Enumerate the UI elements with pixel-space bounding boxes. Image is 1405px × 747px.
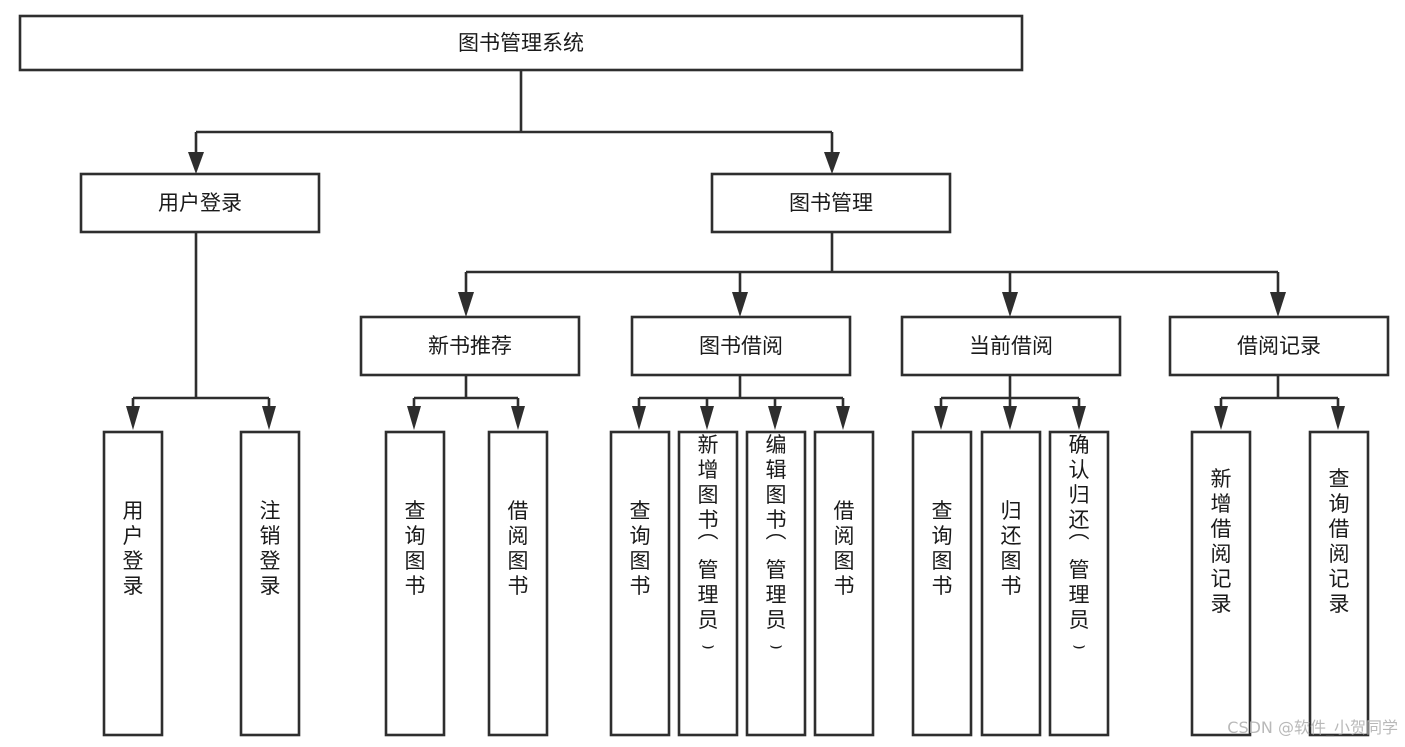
- node-leaf-confirm-return[interactable]: 确认归还⌒管理员⌣: [1048, 430, 1110, 737]
- node-leaf-query-book-2-box[interactable]: [609, 430, 671, 737]
- node-leaf-user-logout[interactable]: 注销登录: [239, 430, 301, 737]
- node-leaf-query-book-1-label: 查询图书: [405, 499, 426, 598]
- arrowhead-borrow-record: [1270, 292, 1286, 317]
- node-leaf-add-book-box[interactable]: [677, 430, 739, 737]
- node-borrow-record[interactable]: 借阅记录: [1168, 315, 1390, 377]
- arrowhead-query-book-3: [934, 406, 948, 430]
- node-user-login[interactable]: 用户登录: [79, 172, 321, 234]
- node-leaf-user-login-box[interactable]: [102, 430, 164, 737]
- node-leaf-query-book-3-label: 查询图书: [932, 499, 953, 598]
- arrowhead-book-manage: [824, 152, 840, 174]
- arrowhead-leaf-user-logout: [262, 406, 276, 430]
- arrowhead-confirm-return: [1072, 406, 1086, 430]
- node-leaf-add-book-label: 新增图书⌒管理员⌣: [698, 433, 719, 657]
- node-leaf-query-book-3-box[interactable]: [911, 430, 973, 737]
- node-leaf-confirm-return-label: 确认归还⌒管理员⌣: [1069, 433, 1090, 657]
- node-new-book-recommend-box[interactable]: [359, 315, 581, 377]
- node-leaf-query-book-1-box[interactable]: [384, 430, 446, 737]
- arrowhead-add-book: [700, 406, 714, 430]
- node-leaf-add-record-box[interactable]: [1190, 430, 1252, 737]
- node-leaf-query-book-3[interactable]: 查询图书: [911, 430, 973, 737]
- node-current-borrow-box[interactable]: [900, 315, 1122, 377]
- node-book-manage[interactable]: 图书管理: [710, 172, 952, 234]
- node-current-borrow[interactable]: 当前借阅: [900, 315, 1122, 377]
- arrowhead-return-book: [1003, 406, 1017, 430]
- node-leaf-user-login[interactable]: 用户登录: [102, 430, 164, 737]
- arrowhead-borrow-book-2: [836, 406, 850, 430]
- node-leaf-query-record-label: 查询借阅记录: [1329, 467, 1350, 616]
- arrowhead-book-borrow: [732, 292, 748, 317]
- node-leaf-user-login-label: 用户登录: [123, 499, 144, 598]
- node-leaf-add-book[interactable]: 新增图书⌒管理员⌣: [677, 430, 739, 737]
- node-leaf-edit-book-label: 编辑图书⌒管理员⌣: [766, 433, 787, 657]
- node-leaf-query-record[interactable]: 查询借阅记录: [1308, 430, 1370, 737]
- arrowhead-query-book-2: [632, 406, 646, 430]
- node-leaf-borrow-book-2-label: 借阅图书: [834, 499, 855, 598]
- node-leaf-add-record[interactable]: 新增借阅记录: [1190, 430, 1252, 737]
- node-leaf-user-logout-box[interactable]: [239, 430, 301, 737]
- arrowhead-borrow-book-1: [511, 406, 525, 430]
- arrowhead-user-login: [188, 152, 204, 174]
- arrowhead-edit-book: [768, 406, 782, 430]
- connector-layer: [126, 70, 1345, 430]
- node-leaf-edit-book[interactable]: 编辑图书⌒管理员⌣: [745, 430, 807, 737]
- node-leaf-confirm-return-box[interactable]: [1048, 430, 1110, 737]
- node-leaf-edit-book-box[interactable]: [745, 430, 807, 737]
- node-new-book-recommend-label: 新书推荐: [428, 334, 512, 358]
- node-leaf-return-book-label: 归还图书: [1001, 499, 1022, 598]
- node-leaf-borrow-book-2-box[interactable]: [813, 430, 875, 737]
- node-leaf-borrow-book-1[interactable]: 借阅图书: [487, 430, 549, 737]
- node-leaf-return-book[interactable]: 归还图书: [980, 430, 1042, 737]
- node-leaf-user-logout-label: 注销登录: [260, 499, 281, 598]
- node-leaf-add-record-label: 新增借阅记录: [1211, 467, 1232, 616]
- node-root-box[interactable]: [18, 14, 1024, 72]
- arrowhead-add-record: [1214, 406, 1228, 430]
- node-book-borrow-label: 图书借阅: [699, 334, 783, 358]
- node-borrow-record-label: 借阅记录: [1237, 334, 1321, 358]
- node-new-book-recommend[interactable]: 新书推荐: [359, 315, 581, 377]
- arrowhead-query-book-1: [407, 406, 421, 430]
- arrowhead-new-book-recommend: [458, 292, 474, 317]
- node-book-manage-box[interactable]: [710, 172, 952, 234]
- node-book-borrow[interactable]: 图书借阅: [630, 315, 852, 377]
- node-current-borrow-label: 当前借阅: [969, 334, 1053, 358]
- node-leaf-query-record-box[interactable]: [1308, 430, 1370, 737]
- node-leaf-borrow-book-2[interactable]: 借阅图书: [813, 430, 875, 737]
- node-book-manage-label: 图书管理: [789, 191, 873, 215]
- node-leaf-borrow-book-1-box[interactable]: [487, 430, 549, 737]
- node-leaf-query-book-2[interactable]: 查询图书: [609, 430, 671, 737]
- node-leaf-return-book-box[interactable]: [980, 430, 1042, 737]
- arrowhead-query-record: [1331, 406, 1345, 430]
- csdn-watermark: CSDN @软件_小贺同学: [1227, 718, 1398, 738]
- node-leaf-borrow-book-1-label: 借阅图书: [508, 499, 529, 598]
- node-borrow-record-box[interactable]: [1168, 315, 1390, 377]
- node-leaf-query-book-1[interactable]: 查询图书: [384, 430, 446, 737]
- node-user-login-label: 用户登录: [158, 191, 242, 215]
- arrowhead-leaf-user-login: [126, 406, 140, 430]
- node-user-login-box[interactable]: [79, 172, 321, 234]
- node-book-borrow-box[interactable]: [630, 315, 852, 377]
- node-leaf-query-book-2-label: 查询图书: [630, 499, 651, 598]
- node-root[interactable]: 图书管理系统: [18, 14, 1024, 72]
- node-root-label: 图书管理系统: [458, 31, 584, 55]
- arrowhead-current-borrow: [1002, 292, 1018, 317]
